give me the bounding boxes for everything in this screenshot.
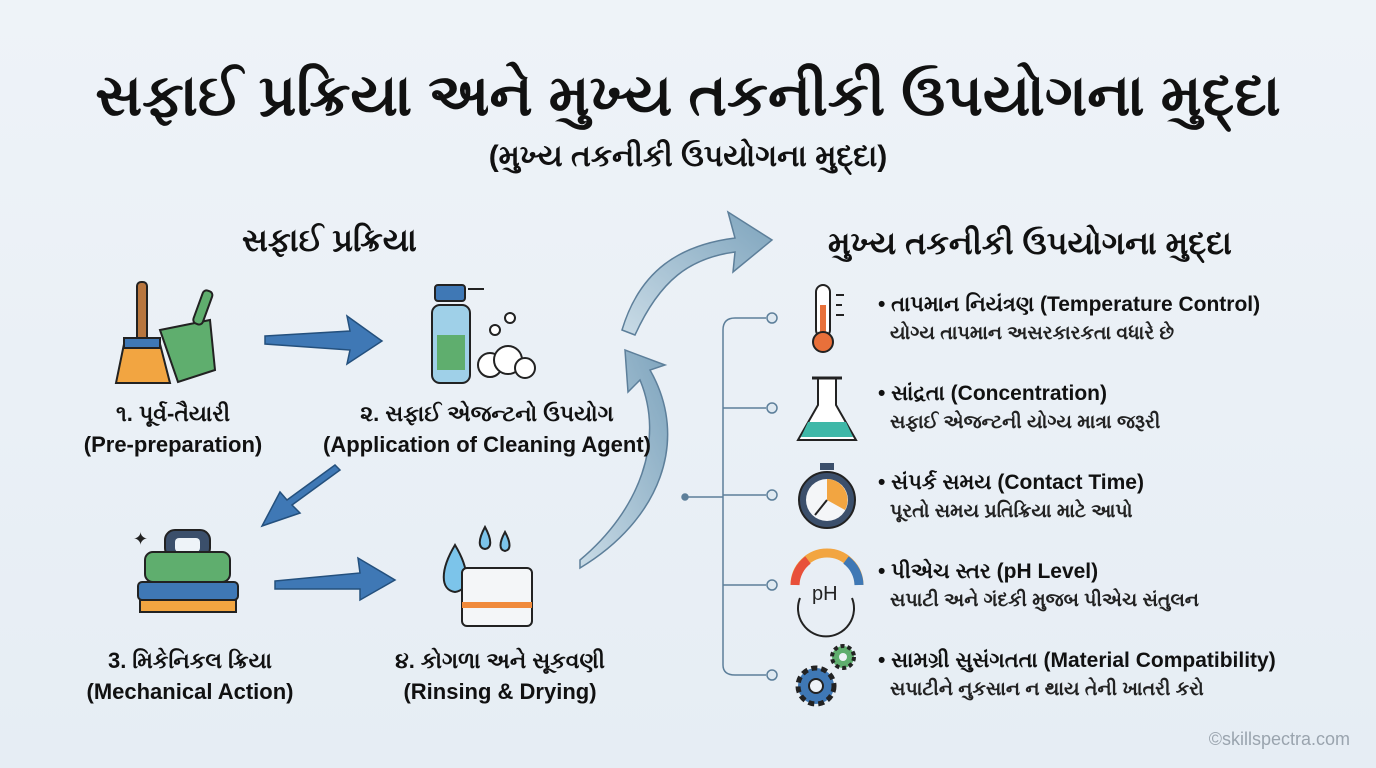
page-subtitle: (મુખ્ય તકનીકી ઉપયોગના મુદ્દા) (488, 140, 888, 173)
ph-gauge-icon: pH (790, 548, 864, 638)
ph-icon-label: pH (812, 583, 838, 605)
technical-heading: મુખ્ય તકનીકી ઉપયોગના મુદ્દા (828, 225, 1232, 261)
step-1-label: ૧. પૂર્વ-તૈયારી (116, 401, 230, 426)
stopwatch-icon (798, 463, 856, 529)
point-concentration: • સાંદ્રતા (Concentration) સફાઈ એજન્ટની … (878, 379, 1160, 437)
step-1-english: (Pre-preparation) (83, 432, 263, 457)
step-3: 3. મિકેનિકલ ક્રિયા (Mechanical Action) (87, 645, 294, 707)
point-title: • સંપર્ક સમય (Contact Time) (878, 471, 1144, 494)
scrub-brush-icon: ✦ (133, 529, 239, 613)
page-title: સફાઈ પ્રક્રિયા અને મુખ્ય તકનીકી ઉપયોગના … (95, 63, 1281, 128)
point-desc: સફાઈ એજન્ટની યોગ્ય માત્રા જરૂરી (890, 412, 1161, 433)
arrow-step2-to-step3 (260, 464, 342, 528)
watermark: ©skillspectra.com (1208, 729, 1350, 749)
water-drops-towel-icon (442, 524, 533, 627)
flask-icon (796, 376, 858, 441)
step-4-english: (Rinsing & Drying) (403, 679, 597, 704)
thermometer-icon (812, 284, 844, 353)
arrow-step1-to-step2 (264, 314, 384, 366)
point-desc: સપાટી અને ગંદકી મુજબ પીએચ સંતુલન (890, 590, 1199, 611)
step-4: ૪. કોગળા અને સૂકવણી (Rinsing & Drying) (395, 645, 605, 707)
point-desc: સપાટીને નુકસાન ન થાય તેની ખાતરી કરો (890, 679, 1204, 700)
spray-bottle-icon (431, 284, 536, 384)
step-3-label: 3. મિકેનિકલ ક્રિયા (107, 648, 273, 673)
point-contact-time: • સંપર્ક સમય (Contact Time) પૂરતો સમય પ્… (878, 468, 1144, 526)
step-2-english: (Application of Cleaning Agent) (323, 432, 651, 457)
gears-icon (795, 644, 856, 707)
step-2-label: ૨. સફાઈ એજન્ટનો ઉપયોગ (360, 401, 614, 426)
point-material-compatibility: • સામગ્રી સુસંગતતા (Material Compatibili… (878, 646, 1276, 704)
point-desc: યોગ્ય તાપમાન અસરકારકતા વધારે છે (890, 323, 1175, 344)
step-1: ૧. પૂર્વ-તૈયારી (Pre-preparation) (84, 398, 262, 460)
arrow-step3-to-step4 (274, 556, 397, 602)
point-temperature: • તાપમાન નિયંત્રણ (Temperature Control) … (878, 290, 1260, 348)
point-title: • તાપમાન નિયંત્રણ (Temperature Control) (878, 293, 1261, 316)
step-3-english: (Mechanical Action) (86, 679, 294, 704)
point-ph-level: • પીએચ સ્તર (pH Level) સપાટી અને ગંદકી મ… (878, 557, 1199, 615)
step-2: ૨. સફાઈ એજન્ટનો ઉપયોગ (Application of Cl… (323, 398, 651, 460)
point-title: • સામગ્રી સુસંગતતા (Material Compatibili… (878, 649, 1276, 672)
point-desc: પૂરતો સમય પ્રતિક્રિયા માટે આપો (890, 501, 1133, 522)
connector-tree (685, 317, 766, 676)
svg-text:✦: ✦ (133, 529, 148, 549)
curved-arrow-lower (579, 348, 669, 570)
broom-dustpan-icon (114, 281, 217, 384)
point-title: • પીએચ સ્તર (pH Level) (878, 560, 1099, 583)
curved-arrow-upper (621, 210, 774, 336)
process-heading: સફાઈ પ્રક્રિયા (242, 222, 417, 258)
point-title: • સાંદ્રતા (Concentration) (878, 382, 1107, 405)
step-4-label: ૪. કોગળા અને સૂકવણી (395, 648, 605, 673)
